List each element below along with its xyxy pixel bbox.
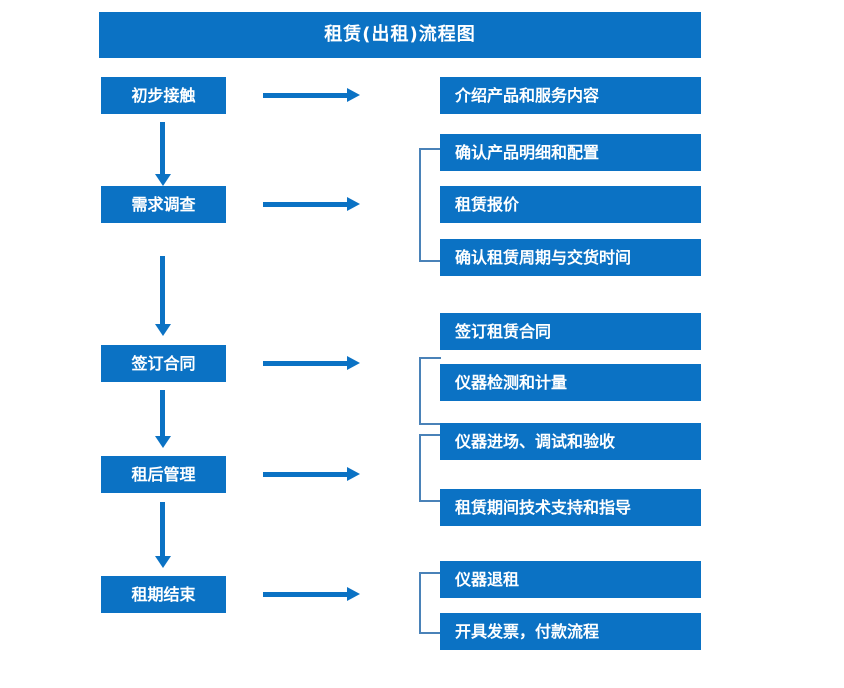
- stage-box-1[interactable]: 初步接触: [101, 77, 226, 114]
- right-arrow-icon-4: [263, 467, 360, 481]
- detail-box-4[interactable]: 确认租赁周期与交货时间: [440, 239, 701, 276]
- stage-box-2[interactable]: 需求调查: [101, 186, 226, 223]
- detail-box-7[interactable]: 仪器进场、调试和验收: [440, 423, 701, 460]
- group-bracket-2: [419, 357, 441, 425]
- detail-box-8[interactable]: 租赁期间技术支持和指导: [440, 489, 701, 526]
- detail-box-2[interactable]: 确认产品明细和配置: [440, 134, 701, 171]
- detail-box-10[interactable]: 开具发票，付款流程: [440, 613, 701, 650]
- stage-label-3: 签订合同: [131, 353, 196, 373]
- detail-label-3: 租赁报价: [455, 194, 520, 214]
- group-bracket-3: [419, 434, 441, 502]
- stage-box-5[interactable]: 租期结束: [101, 576, 226, 613]
- detail-box-1[interactable]: 介绍产品和服务内容: [440, 77, 701, 114]
- detail-label-9: 仪器退租: [455, 569, 520, 589]
- stage-label-2: 需求调查: [131, 194, 196, 214]
- detail-box-3[interactable]: 租赁报价: [440, 186, 701, 223]
- down-arrow-icon-2: [155, 256, 171, 336]
- detail-label-1: 介绍产品和服务内容: [455, 85, 600, 105]
- right-arrow-icon-3: [263, 356, 360, 370]
- diagram-title: 租赁(出租)流程图: [324, 24, 476, 45]
- down-arrow-icon-3: [155, 390, 171, 448]
- detail-label-7: 仪器进场、调试和验收: [455, 431, 616, 451]
- right-arrow-icon-5: [263, 587, 360, 601]
- detail-label-6: 仪器检测和计量: [455, 372, 568, 392]
- right-arrow-icon-2: [263, 197, 360, 211]
- detail-label-10: 开具发票，付款流程: [455, 621, 600, 641]
- down-arrow-icon-1: [155, 122, 171, 186]
- detail-box-6[interactable]: 仪器检测和计量: [440, 364, 701, 401]
- detail-box-9[interactable]: 仪器退租: [440, 561, 701, 598]
- stage-box-4[interactable]: 租后管理: [101, 456, 226, 493]
- stage-label-1: 初步接触: [131, 85, 196, 105]
- group-bracket-4: [419, 572, 441, 634]
- detail-label-2: 确认产品明细和配置: [455, 142, 600, 162]
- detail-box-5[interactable]: 签订租赁合同: [440, 313, 701, 350]
- right-arrow-icon-1: [263, 88, 360, 102]
- diagram-title-bar: 租赁(出租)流程图: [99, 12, 701, 58]
- stage-label-4: 租后管理: [131, 464, 196, 484]
- group-bracket-1: [419, 148, 441, 262]
- down-arrow-icon-4: [155, 502, 171, 568]
- stage-label-5: 租期结束: [131, 584, 196, 604]
- detail-label-8: 租赁期间技术支持和指导: [455, 497, 632, 517]
- stage-box-3[interactable]: 签订合同: [101, 345, 226, 382]
- detail-label-5: 签订租赁合同: [455, 321, 552, 341]
- detail-label-4: 确认租赁周期与交货时间: [455, 247, 632, 267]
